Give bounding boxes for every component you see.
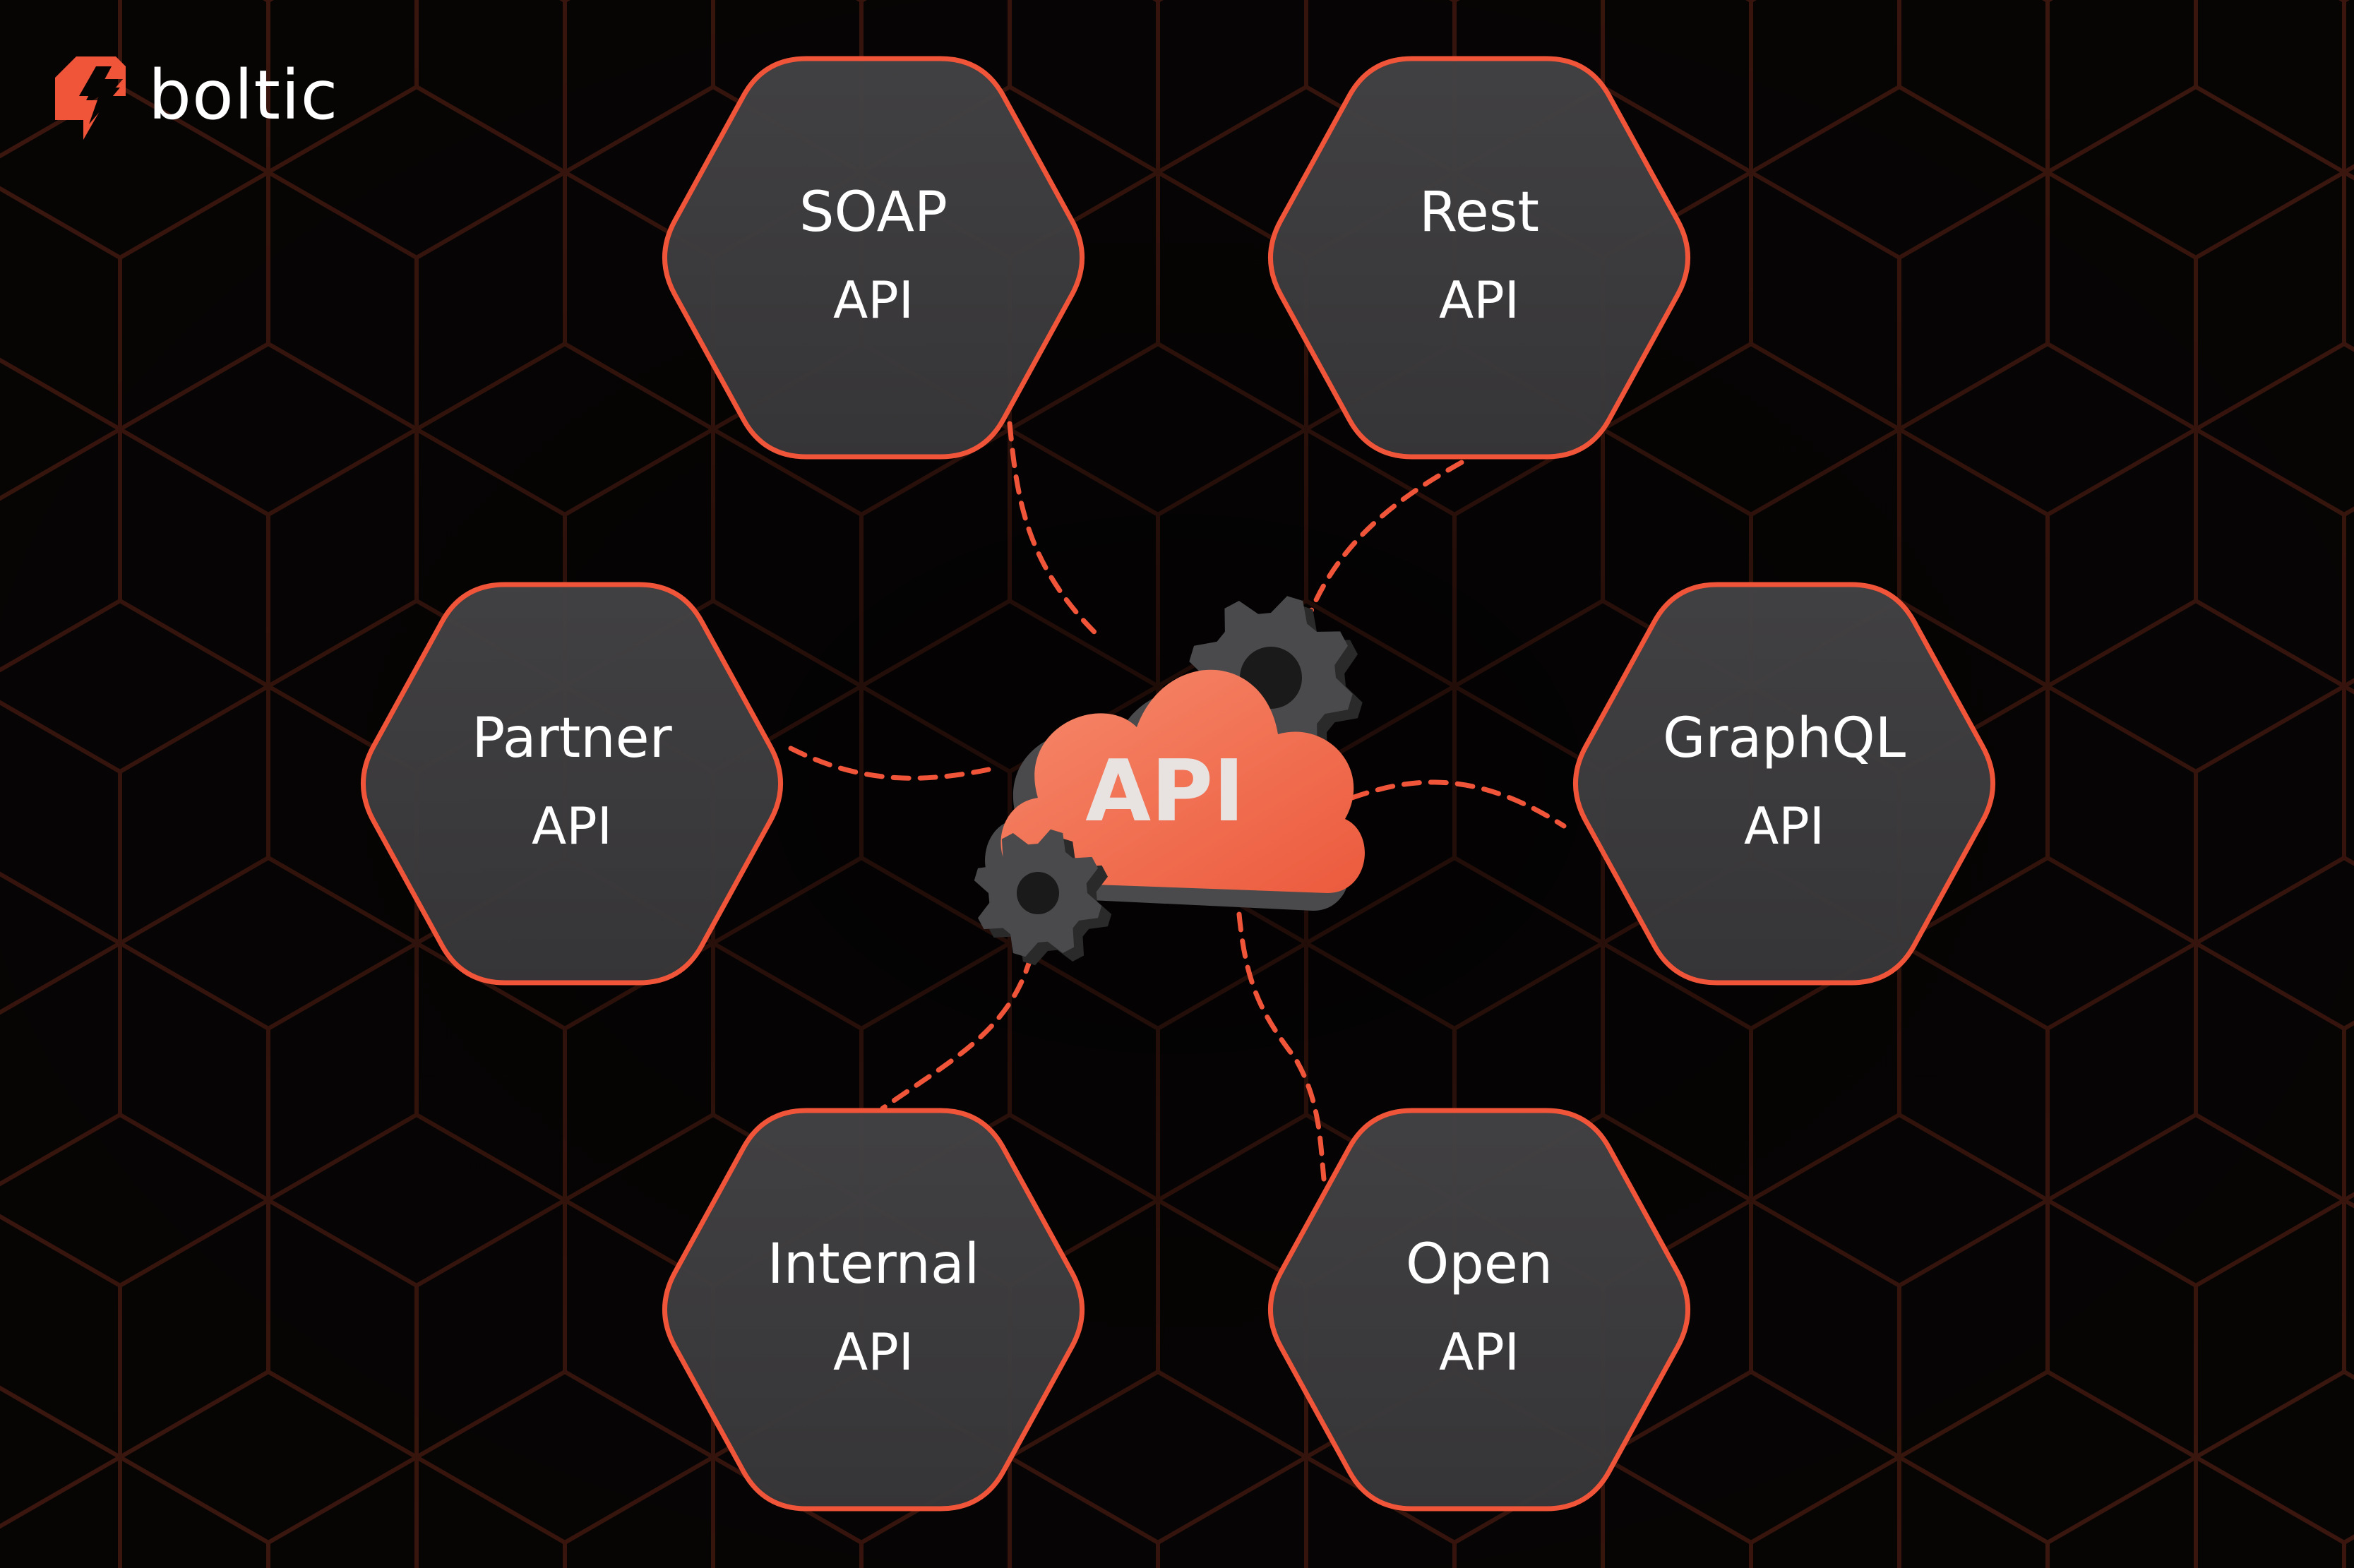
boltic-logo[interactable]: boltic bbox=[55, 56, 338, 140]
connectors bbox=[788, 421, 1567, 1182]
hex-shape bbox=[662, 1108, 1085, 1512]
hex-node-soap[interactable]: SOAP API bbox=[662, 56, 1085, 460]
hex-shape bbox=[1573, 582, 1995, 986]
hex-shape bbox=[1268, 1108, 1690, 1512]
hex-label-line2: API bbox=[1439, 270, 1519, 330]
connector-internal bbox=[880, 954, 1034, 1111]
cloud-icon bbox=[1000, 669, 1365, 893]
connector-graphql bbox=[1349, 779, 1567, 829]
hex-shape bbox=[1268, 56, 1690, 460]
connector-soap bbox=[1007, 421, 1104, 642]
gear-icon bbox=[974, 829, 1112, 966]
connector-rest bbox=[1307, 460, 1464, 617]
hex-label-line1: Partner bbox=[472, 707, 672, 770]
hex-label-line1: SOAP bbox=[799, 181, 948, 244]
hex-label-line1: Rest bbox=[1419, 181, 1539, 244]
hex-label-line2: API bbox=[532, 796, 612, 856]
hex-label-line2: API bbox=[1744, 796, 1824, 856]
hex-shape bbox=[662, 56, 1085, 460]
hex-label-line2: API bbox=[833, 270, 914, 330]
connector-open bbox=[1236, 911, 1327, 1182]
hex-label-line1: GraphQL bbox=[1663, 707, 1906, 770]
bolt-icon bbox=[55, 56, 126, 140]
api-hub: API bbox=[974, 596, 1365, 966]
api-nodes: SOAPAPIRestAPIPartnerAPIGraphQLAPIIntern… bbox=[361, 56, 1995, 1512]
hex-label-line1: Internal bbox=[767, 1233, 980, 1296]
hex-shape bbox=[361, 582, 783, 986]
hex-node-graphql[interactable]: GraphQL API bbox=[1573, 582, 1995, 986]
hub-label: API bbox=[1085, 743, 1244, 841]
hex-label-line1: Open bbox=[1406, 1233, 1553, 1296]
brand-name: boltic bbox=[148, 56, 338, 135]
connector-partner bbox=[788, 746, 991, 781]
hex-label-line2: API bbox=[1439, 1322, 1519, 1382]
hex-label-line2: API bbox=[833, 1322, 914, 1382]
